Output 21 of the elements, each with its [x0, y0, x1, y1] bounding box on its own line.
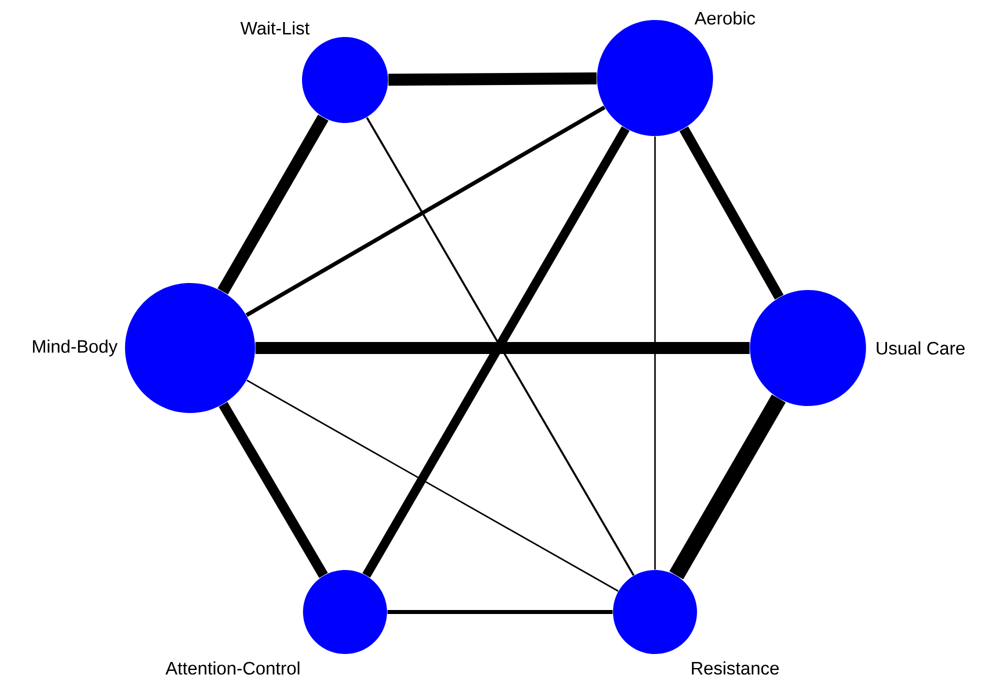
connector-line	[387, 610, 613, 614]
connector-line	[246, 380, 619, 592]
circle-node	[125, 283, 255, 413]
connector-line	[388, 72, 597, 86]
circle-node	[302, 37, 388, 123]
connector-line	[679, 126, 784, 300]
node-label: Wait-List	[240, 21, 310, 35]
connector-line	[255, 342, 750, 354]
node-label: Aerobic	[694, 11, 756, 25]
node-label: Resistance	[692, 661, 779, 675]
node-label: Attention-Control	[166, 661, 300, 675]
node-label: Usual Care	[876, 341, 965, 355]
circle-node	[613, 570, 698, 654]
node-label: Mind-Body	[33, 340, 118, 356]
connector-line	[246, 106, 606, 317]
connector-line	[218, 402, 328, 578]
connector-line	[669, 394, 786, 580]
circle-node	[303, 570, 387, 654]
circle-node	[750, 290, 866, 406]
connector-line	[654, 136, 656, 570]
connector-line	[218, 114, 328, 294]
